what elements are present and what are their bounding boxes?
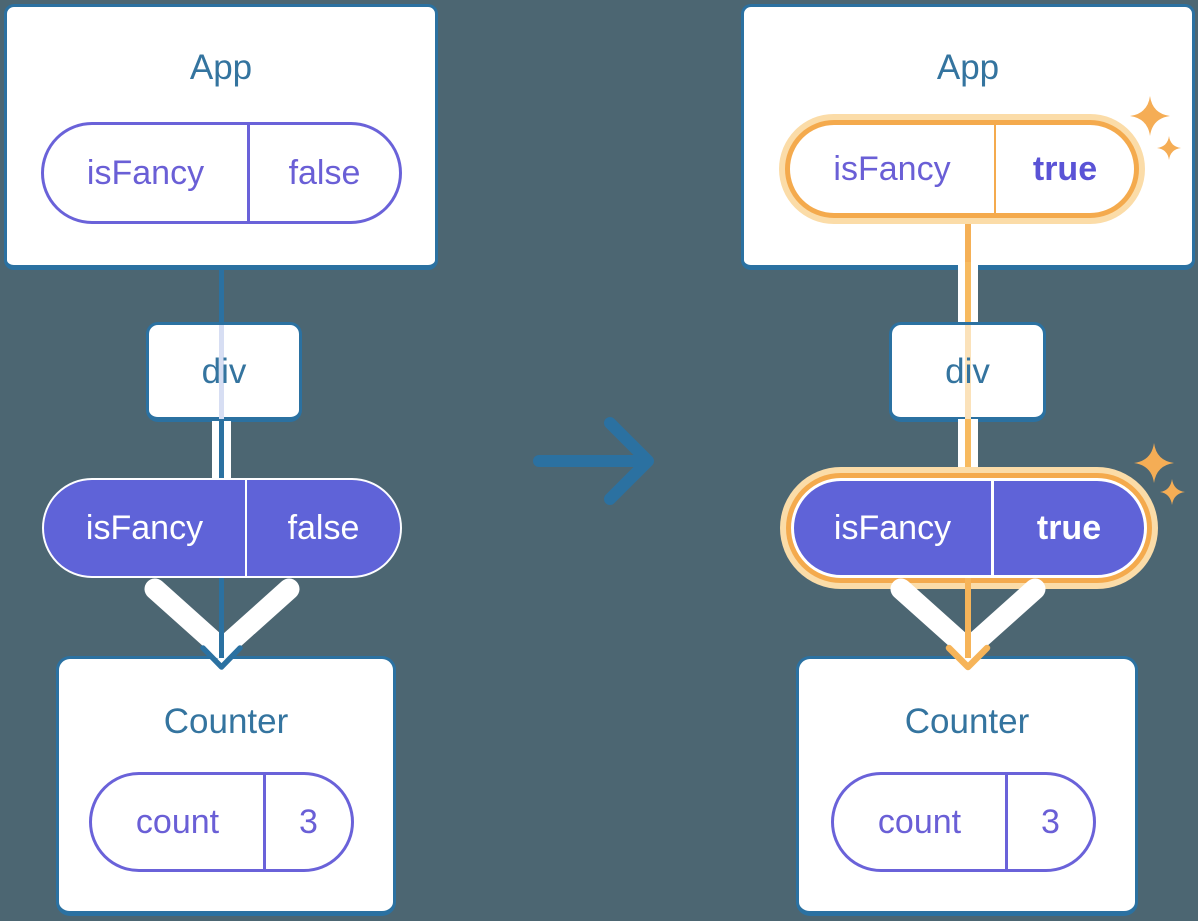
prop-value-label: true xyxy=(1036,508,1102,547)
prop-flow-line-app-after xyxy=(965,212,971,268)
prop-name-label: isFancy xyxy=(794,481,994,575)
sparkle-icon xyxy=(1134,443,1174,483)
prop-value-label: false xyxy=(288,153,361,192)
prop-name-label: isFancy xyxy=(44,480,247,576)
prop-value-label: true xyxy=(1032,149,1098,188)
prop-name-label: isFancy xyxy=(44,125,250,221)
prop-pipe-core-after xyxy=(965,419,971,479)
arrow-down-icon xyxy=(890,578,1046,660)
prop-name-label: isFancy xyxy=(790,125,996,213)
prop-flow-line-after xyxy=(965,325,971,419)
app-title-after: App xyxy=(936,48,1000,87)
app-title-before: App xyxy=(189,48,253,87)
div-title-before: div xyxy=(201,352,247,391)
prop-pipe-core-app-div-after xyxy=(965,262,971,322)
app-prop-pill-after: isFancy true xyxy=(785,120,1139,218)
prop-flow-line-before xyxy=(219,325,224,419)
app-prop-pill-before: isFancy false xyxy=(41,122,402,224)
sparkle-icon xyxy=(1160,479,1185,505)
passed-prop-pill-before: isFancy false xyxy=(42,478,402,578)
counter-title-before: Counter xyxy=(163,702,289,741)
state-value-label: 3 xyxy=(1041,802,1060,841)
div-title-after: div xyxy=(945,352,990,391)
div-card-before xyxy=(146,322,302,422)
state-name-label: count xyxy=(834,775,1008,869)
counter-state-pill-after: count 3 xyxy=(831,772,1096,872)
prop-value-label: false xyxy=(287,508,360,547)
state-name-label: count xyxy=(92,775,266,869)
arrow-down-icon xyxy=(144,578,300,660)
prop-pipe-core-before xyxy=(219,421,224,479)
arrow-right-icon xyxy=(533,417,654,505)
counter-state-pill-before: count 3 xyxy=(89,772,354,872)
state-value-label: 3 xyxy=(299,802,318,841)
passed-prop-pill-after: isFancy true xyxy=(791,478,1147,578)
counter-title-after: Counter xyxy=(904,702,1030,741)
connector-app-to-div-before xyxy=(219,269,224,324)
